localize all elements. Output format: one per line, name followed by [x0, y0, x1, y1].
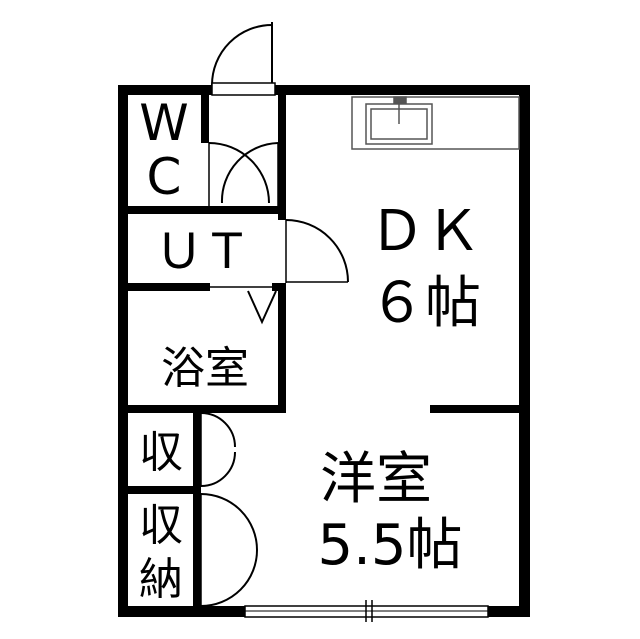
dk-label: ＤＫ [369, 199, 481, 264]
western-size-label: 5.5帖 [317, 513, 462, 578]
interior-walls [128, 95, 520, 606]
outer-walls [118, 85, 530, 617]
wc-label-c: C [147, 148, 182, 206]
kitchen-sink [351, 96, 520, 150]
window [244, 600, 489, 622]
wc-label-w: W [139, 94, 188, 152]
bath-label: 浴室 [161, 343, 249, 394]
ut-label: ＵＴ [155, 224, 251, 280]
doors [200, 22, 349, 607]
dk-size-label: ６帖 [369, 271, 481, 336]
closet-small-label: 収 [139, 427, 183, 478]
western-label: 洋室 [320, 447, 432, 512]
closet-label-1: 収 [139, 500, 183, 551]
closet-label-2: 納 [139, 554, 183, 605]
